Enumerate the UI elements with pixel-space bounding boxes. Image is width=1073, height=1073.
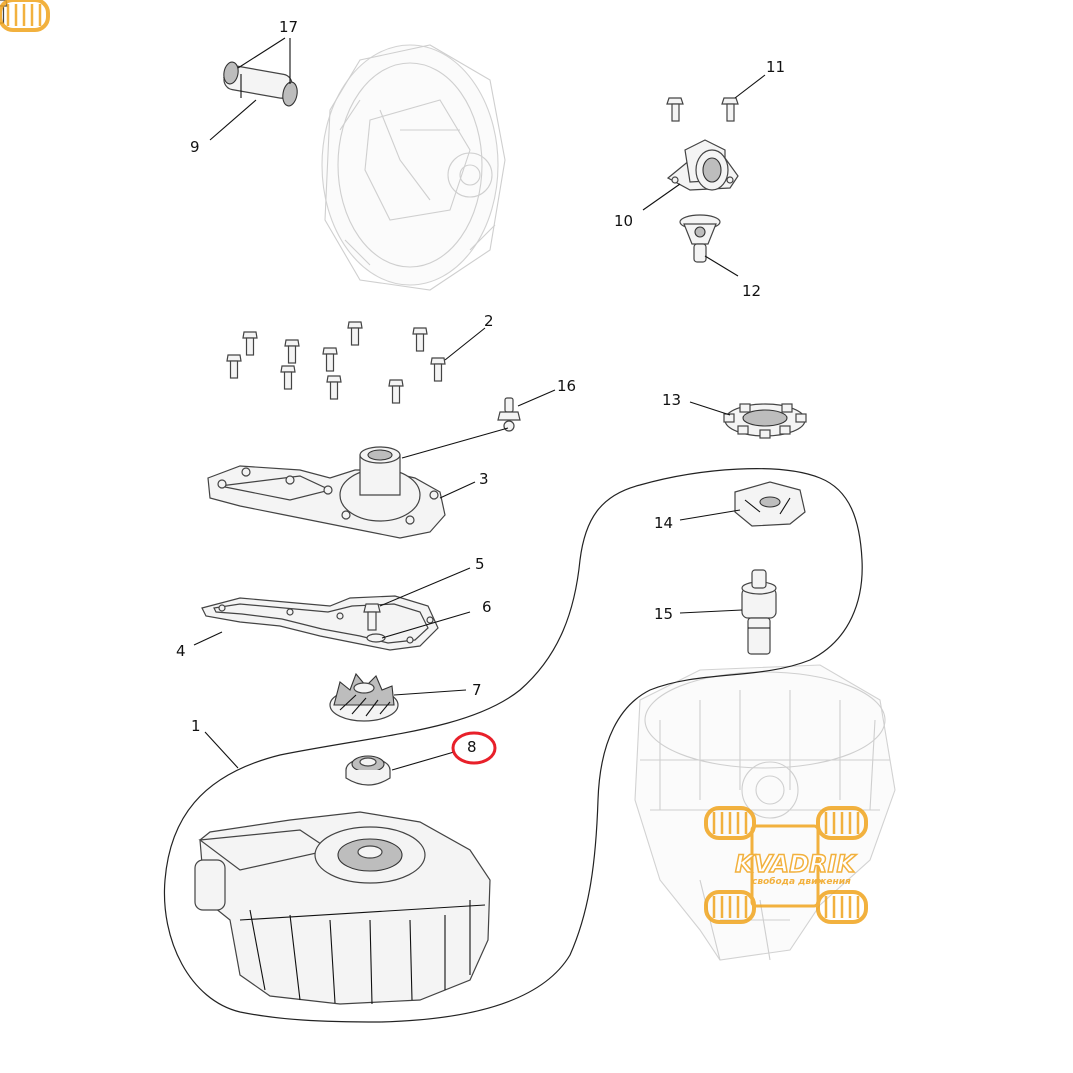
part-6-washer[interactable] xyxy=(366,633,386,643)
callout-labels: 17 9 11 10 12 2 16 3 13 14 15 5 6 4 7 1 … xyxy=(176,18,785,756)
part-10-thermostat-housing[interactable] xyxy=(666,139,739,191)
background-clutch-housing xyxy=(321,44,506,291)
callout-6: 6 xyxy=(482,598,492,616)
part-4-gasket[interactable] xyxy=(201,595,439,651)
callout-8: 8 xyxy=(467,738,477,756)
callout-1: 1 xyxy=(191,717,201,735)
callout-2: 2 xyxy=(484,312,494,330)
callout-9: 9 xyxy=(190,138,200,156)
part-12-thermostat[interactable] xyxy=(679,214,721,263)
assembly-boundary-outline xyxy=(163,468,863,1023)
callout-7: 7 xyxy=(472,681,482,699)
part-15-shaft[interactable] xyxy=(741,569,777,655)
part-7-impeller[interactable] xyxy=(329,672,399,722)
callout-4: 4 xyxy=(176,642,186,660)
watermark-logo: KVADRIK свобода движения xyxy=(0,0,868,924)
background-crankcase xyxy=(634,664,896,961)
callout-16: 16 xyxy=(557,377,576,395)
callout-10: 10 xyxy=(614,212,633,230)
callout-15: 15 xyxy=(654,605,673,623)
part-3-pump-cover[interactable] xyxy=(207,446,446,539)
callout-5: 5 xyxy=(475,555,485,573)
callout-13: 13 xyxy=(662,391,681,409)
part-8-seal[interactable] xyxy=(345,755,391,786)
part-14-gear[interactable] xyxy=(734,481,806,527)
callout-12: 12 xyxy=(742,282,761,300)
part-5-screw[interactable] xyxy=(363,603,381,631)
leader-lines xyxy=(193,37,766,771)
part-1-pump-housing[interactable] xyxy=(194,811,491,1005)
watermark-tagline: свобода движения xyxy=(752,876,851,887)
highlight-ring-8 xyxy=(451,731,497,765)
callout-11: 11 xyxy=(766,58,785,76)
part-17-tube[interactable] xyxy=(222,61,299,107)
callout-3: 3 xyxy=(479,470,489,488)
part-16-bleed-screw[interactable] xyxy=(497,397,521,432)
callout-17: 17 xyxy=(279,18,298,36)
callout-14: 14 xyxy=(654,514,673,532)
part-13-lock-washer[interactable] xyxy=(723,403,807,439)
part-11-bolts[interactable] xyxy=(666,97,739,122)
watermark-brand: KVADRIK xyxy=(735,850,857,878)
